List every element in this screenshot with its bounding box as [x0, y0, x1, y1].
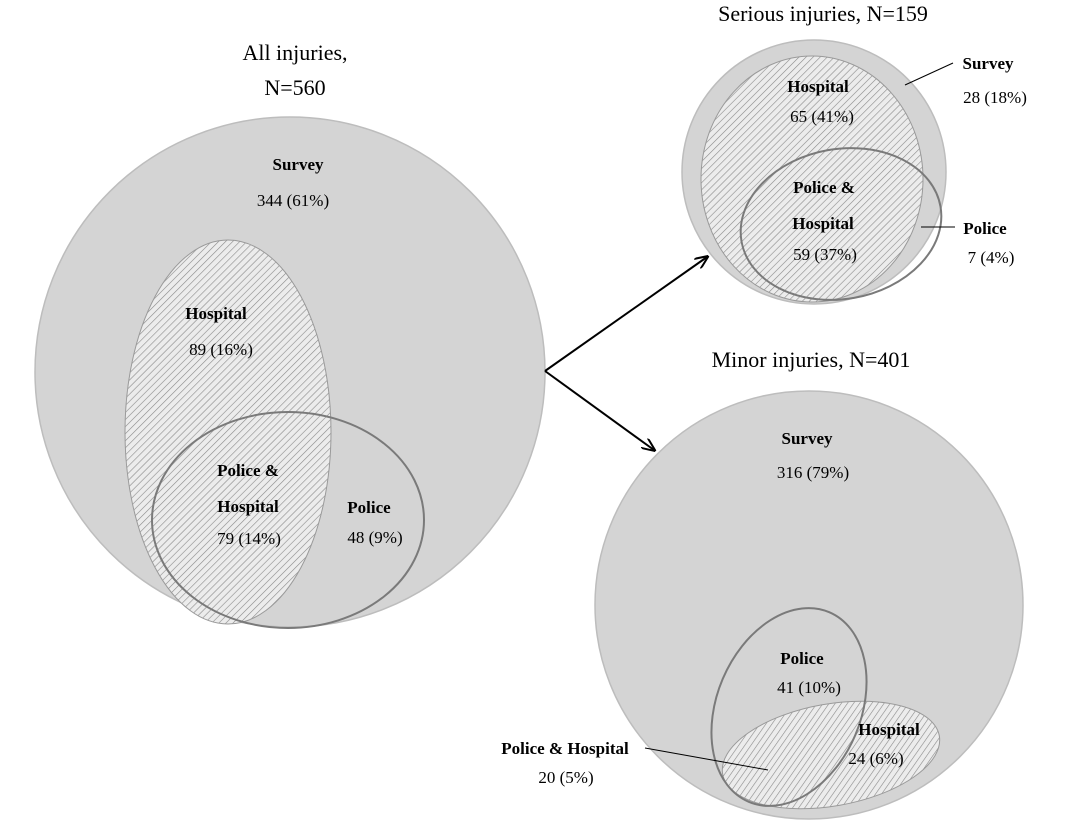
serious-injuries-venn: Serious injuries, N=159 Hospital 65 (41%…	[681, 1, 1027, 305]
serious-police-value: 7 (4%)	[968, 248, 1015, 267]
minor-police-value: 41 (10%)	[777, 678, 841, 697]
minor-hospital-value: 24 (6%)	[848, 749, 903, 768]
all-injuries-title-line1: All injuries,	[242, 40, 347, 65]
serious-survey-value: 28 (18%)	[963, 88, 1027, 107]
all-police-value: 48 (9%)	[347, 528, 402, 547]
minor-both-label: Police & Hospital	[501, 739, 629, 758]
minor-survey-value: 316 (79%)	[777, 463, 849, 482]
serious-police-ellipse	[739, 147, 943, 301]
all-injuries-venn: All injuries, N=560 Survey 344 (61%) Hos…	[34, 40, 546, 629]
minor-survey-label: Survey	[782, 429, 834, 448]
all-hospital-label: Hospital	[185, 304, 247, 323]
serious-hospital-value: 65 (41%)	[790, 107, 854, 126]
minor-hospital-label: Hospital	[858, 720, 920, 739]
serious-both-label-line2: Hospital	[792, 214, 854, 233]
arrow-to-minor	[544, 370, 654, 450]
minor-injuries-venn: Minor injuries, N=401 Survey 316 (79%) P…	[501, 347, 1024, 820]
all-both-value: 79 (14%)	[217, 529, 281, 548]
all-injuries-title-line2: N=560	[264, 75, 325, 100]
minor-both-value: 20 (5%)	[538, 768, 593, 787]
serious-injuries-title: Serious injuries, N=159	[718, 1, 928, 26]
serious-both-value: 59 (37%)	[793, 245, 857, 264]
all-hospital-ellipse	[124, 239, 332, 625]
serious-hospital-ellipse	[700, 55, 924, 303]
serious-police-label: Police	[963, 219, 1007, 238]
serious-both-label-line1: Police &	[793, 178, 855, 197]
serious-survey-label: Survey	[963, 54, 1015, 73]
all-hospital-value: 89 (16%)	[189, 340, 253, 359]
minor-hospital-ellipse	[721, 700, 941, 810]
minor-injuries-title: Minor injuries, N=401	[712, 347, 911, 372]
serious-survey-leader	[904, 62, 954, 86]
all-police-ellipse	[151, 411, 425, 629]
all-both-label-line1: Police &	[217, 461, 279, 480]
minor-police-ellipse	[710, 607, 868, 807]
minor-police-label: Police	[780, 649, 824, 668]
serious-hospital-label: Hospital	[787, 77, 849, 96]
all-survey-value: 344 (61%)	[257, 191, 329, 210]
all-survey-label: Survey	[273, 155, 325, 174]
all-both-label-line2: Hospital	[217, 497, 279, 516]
minor-both-leader	[644, 747, 769, 771]
all-police-label: Police	[347, 498, 391, 517]
arrow-to-serious	[544, 257, 707, 372]
